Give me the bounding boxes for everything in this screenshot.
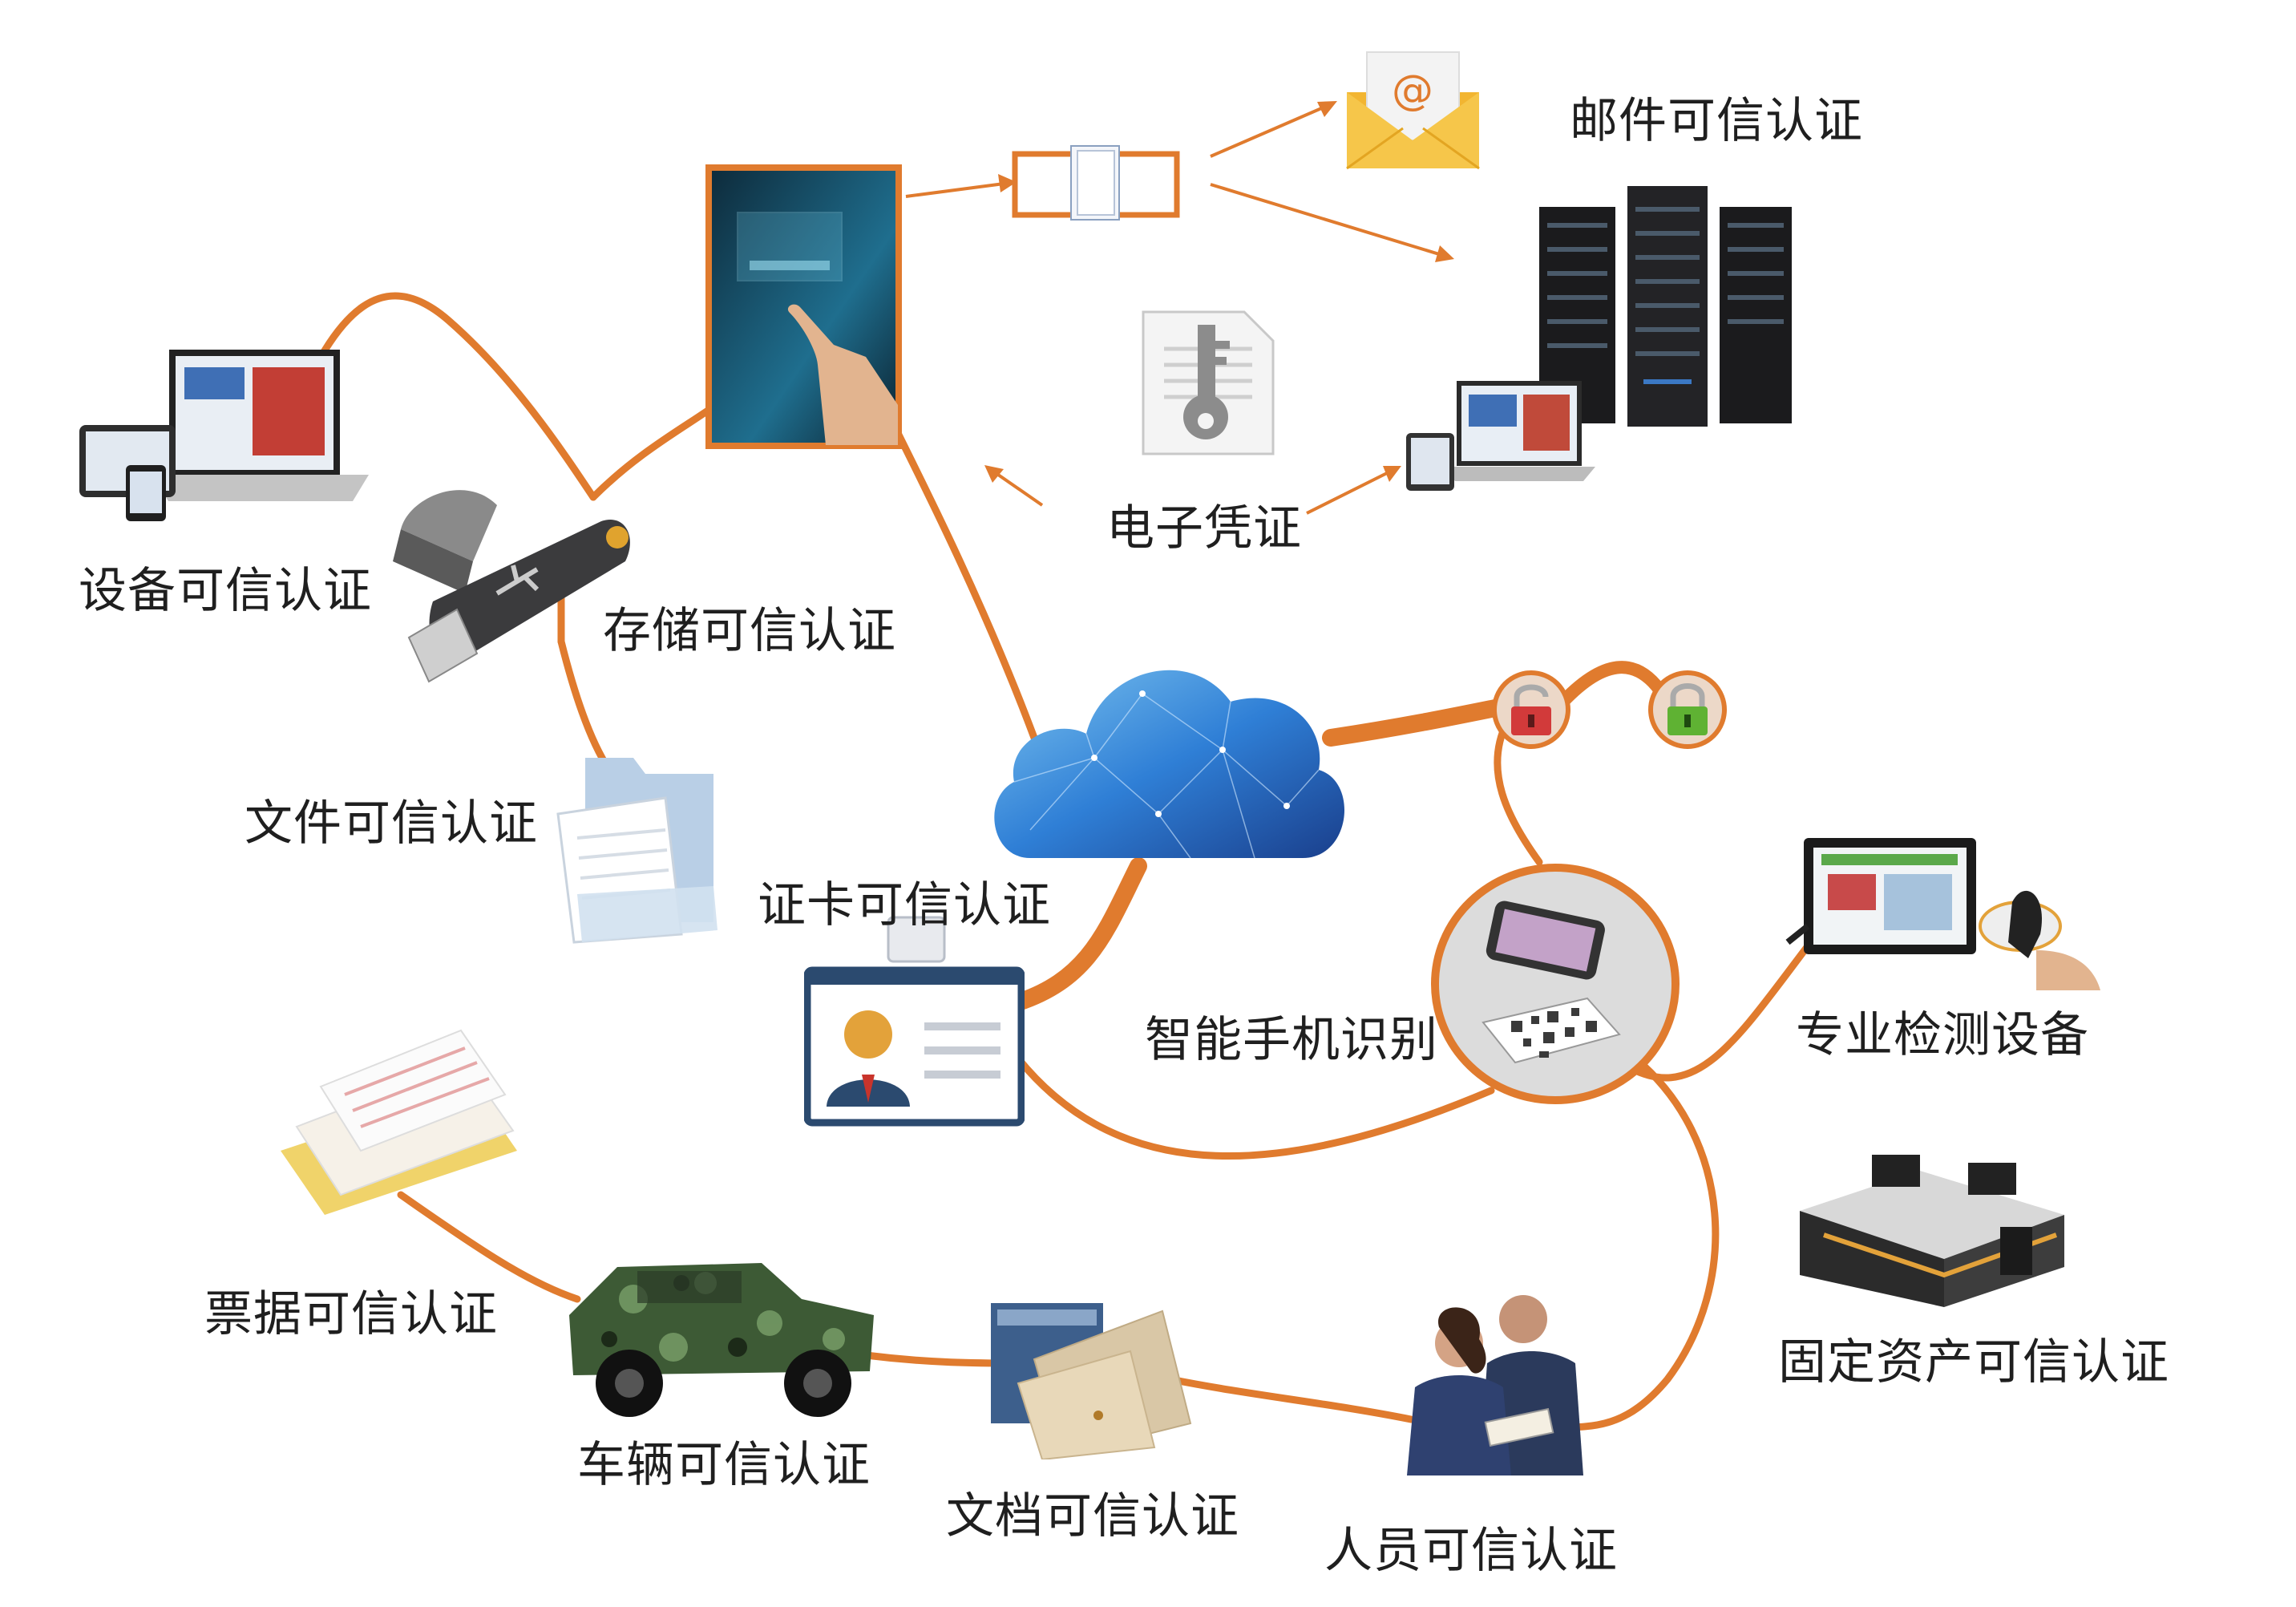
arrow-ecert-tablet xyxy=(988,468,1044,507)
smartphone-qr-node xyxy=(1427,862,1684,1107)
line-lock-phone xyxy=(1494,718,1543,866)
person-node xyxy=(1383,1283,1595,1475)
file-folder-node xyxy=(553,750,722,946)
line-cloud-card xyxy=(1009,857,1147,1011)
id-card-icon xyxy=(804,916,1025,1127)
email-envelope-node: @ xyxy=(1339,44,1487,172)
lock-green-node xyxy=(1647,670,1728,750)
device-laptop-node xyxy=(76,345,377,525)
lock-closed-green-icon xyxy=(1648,670,1727,749)
line-cloud-lock xyxy=(1322,697,1516,747)
folder-documents-icon xyxy=(556,758,718,944)
line-tablet-cloud xyxy=(886,413,1038,742)
line-ticket-vehicle xyxy=(397,1191,581,1303)
laptop-devices-icon xyxy=(79,350,369,521)
arrow-ecert-laptop xyxy=(1306,468,1396,515)
line-card-phone xyxy=(1014,1054,1495,1160)
people-icon xyxy=(1407,1295,1583,1475)
archive-node xyxy=(986,1295,1194,1459)
line-device-storage xyxy=(285,292,597,501)
label-archive: 文档可信认证 xyxy=(946,1488,1239,1544)
label-vehicle: 车辆可信认证 xyxy=(577,1437,871,1493)
lock-open-red-icon xyxy=(1492,670,1570,749)
arrow-doc-mail xyxy=(1210,103,1332,158)
usb-drive-icon xyxy=(393,490,630,683)
ticket-node xyxy=(273,1014,529,1219)
tickets-icon xyxy=(281,1029,517,1215)
archive-files-icon xyxy=(991,1303,1192,1459)
key-document-icon xyxy=(1142,310,1275,455)
label-asset: 固定资产可信认证 xyxy=(1778,1334,2169,1390)
label-phone: 智能手机识别 xyxy=(1145,1012,1438,1068)
vehicle-node xyxy=(561,1227,882,1423)
at-sign-envelope-icon: @ xyxy=(1346,51,1480,170)
label-storage: 存储可信认证 xyxy=(603,603,896,659)
e-certificate-node xyxy=(1140,309,1276,457)
tablet-scanner-icon xyxy=(1785,838,2100,990)
label-mail: 邮件可信认证 xyxy=(1570,93,1863,149)
cloud-node xyxy=(982,629,1347,862)
arrow-doc-server xyxy=(1210,183,1448,258)
cloud-icon xyxy=(994,670,1345,859)
label-card: 证卡可信认证 xyxy=(758,877,1051,933)
fixed-asset-node xyxy=(1792,1139,2076,1311)
email-document-node xyxy=(1012,143,1180,223)
touch-screen-icon xyxy=(705,164,902,449)
detect-device-node xyxy=(1772,830,2108,1002)
lock-red-node xyxy=(1491,670,1571,750)
touch-tablet-node xyxy=(705,164,902,449)
laptop-small-node xyxy=(1403,377,1599,497)
label-device: 设备可信认证 xyxy=(79,563,372,619)
svg-text:@: @ xyxy=(1392,67,1433,115)
arrow-tablet-doc xyxy=(905,181,1011,198)
office-desk-icon xyxy=(1800,1155,2064,1307)
label-ecert: 电子凭证 xyxy=(1106,500,1302,557)
label-person: 人员可信认证 xyxy=(1324,1523,1618,1579)
document-icon xyxy=(1012,145,1180,221)
line-phone-person xyxy=(1551,1054,1720,1431)
phone-qr-scan-icon xyxy=(1431,864,1680,1104)
label-detect: 专业检测设备 xyxy=(1796,1007,2089,1063)
laptop-icon xyxy=(1406,381,1595,491)
id-card-node xyxy=(804,914,1025,1127)
usb-drive-node xyxy=(377,465,641,686)
line-archive-person xyxy=(1166,1375,1415,1423)
label-ticket: 票据可信认证 xyxy=(204,1286,498,1342)
label-file: 文件可信认证 xyxy=(245,795,538,852)
military-vehicle-icon xyxy=(569,1263,874,1417)
